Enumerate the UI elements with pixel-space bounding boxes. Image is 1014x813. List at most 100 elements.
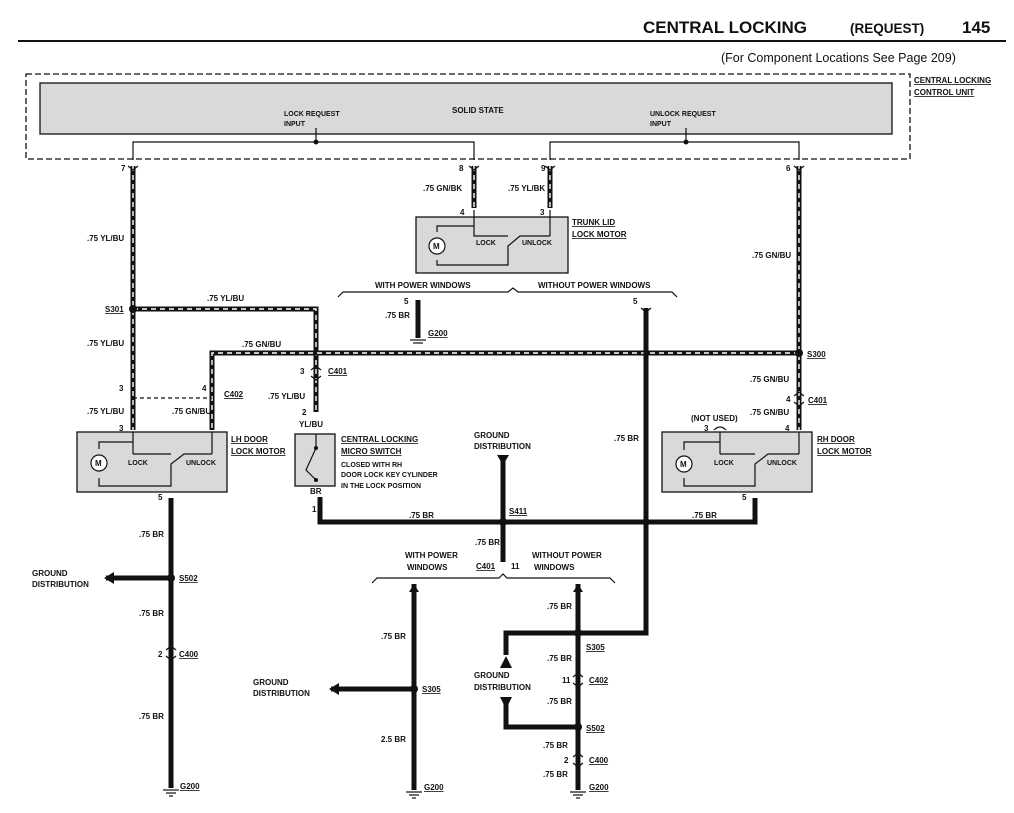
svg-text:4: 4 bbox=[202, 384, 207, 393]
svg-text:LOCK: LOCK bbox=[714, 460, 734, 467]
svg-text:M: M bbox=[433, 242, 440, 251]
trunk-motor-label-2: LOCK MOTOR bbox=[572, 230, 627, 239]
svg-text:DISTRIBUTION: DISTRIBUTION bbox=[253, 689, 310, 698]
ground-g200-right: G200 bbox=[570, 783, 609, 799]
rh-door-lock-motor: M LOCK UNLOCK RH DOOR LOCK MOTOR 3 4 5 (… bbox=[661, 414, 872, 502]
svg-text:M: M bbox=[95, 459, 102, 468]
control-unit: SOLID STATE LOCK REQUEST INPUT UNLOCK RE… bbox=[25, 73, 991, 173]
cu-pin-9: 9 bbox=[541, 164, 546, 173]
svg-text:WITH POWER WINDOWS: WITH POWER WINDOWS bbox=[375, 281, 471, 290]
svg-text:LOCK: LOCK bbox=[128, 460, 148, 467]
svg-text:.75 BR: .75 BR bbox=[692, 511, 717, 520]
svg-text:GROUND: GROUND bbox=[474, 431, 510, 440]
lh-motor-icon bbox=[90, 454, 108, 472]
svg-text:S502: S502 bbox=[179, 574, 198, 583]
svg-text:4: 4 bbox=[460, 208, 465, 217]
splice-s301-dot bbox=[129, 305, 137, 313]
svg-text:3: 3 bbox=[540, 208, 545, 217]
svg-text:S411: S411 bbox=[509, 507, 528, 516]
ground-distribution-top: GROUND DISTRIBUTION bbox=[474, 431, 531, 465]
svg-text:.75 BR: .75 BR bbox=[547, 602, 572, 611]
svg-text:DISTRIBUTION: DISTRIBUTION bbox=[474, 683, 531, 692]
svg-text:G200: G200 bbox=[424, 783, 444, 792]
ground-distribution-left: GROUND DISTRIBUTION bbox=[32, 569, 114, 589]
svg-text:4: 4 bbox=[786, 395, 791, 404]
trunk-ground-g200: G200 bbox=[428, 329, 448, 338]
svg-text:.75 BR: .75 BR bbox=[139, 530, 164, 539]
svg-text:2.5 BR: 2.5 BR bbox=[381, 735, 406, 744]
cu-pin-6: 6 bbox=[786, 164, 791, 173]
unlock-request-input-label-2: INPUT bbox=[650, 121, 672, 128]
control-unit-name: CENTRAL LOCKING bbox=[914, 76, 991, 85]
svg-text:.75 BR: .75 BR bbox=[547, 697, 572, 706]
svg-text:.75 BR: .75 BR bbox=[139, 712, 164, 721]
lock-input-node bbox=[313, 139, 319, 145]
svg-text:5: 5 bbox=[633, 297, 638, 306]
svg-text:.75 BR: .75 BR bbox=[409, 511, 434, 520]
svg-text:3: 3 bbox=[300, 367, 305, 376]
svg-text:G200: G200 bbox=[589, 783, 609, 792]
lock-input-branch bbox=[132, 141, 475, 160]
svg-text:G200: G200 bbox=[180, 782, 200, 791]
svg-text:.75 GN/BU: .75 GN/BU bbox=[750, 408, 789, 417]
svg-text:WINDOWS: WINDOWS bbox=[534, 563, 575, 572]
svg-text:S305: S305 bbox=[422, 685, 441, 694]
trunk-motor-icon bbox=[428, 237, 446, 255]
page-number: 145 bbox=[962, 18, 990, 37]
svg-text:.75 BR: .75 BR bbox=[547, 654, 572, 663]
rh-motor-label-2: LOCK MOTOR bbox=[817, 447, 872, 456]
central-locking-micro-switch: CENTRAL LOCKING MICRO SWITCH CLOSED WITH… bbox=[294, 408, 438, 514]
svg-text:5: 5 bbox=[742, 493, 747, 502]
svg-text:M: M bbox=[680, 460, 687, 469]
svg-text:CLOSED WITH RH: CLOSED WITH RH bbox=[341, 462, 402, 469]
svg-text:WITHOUT POWER: WITHOUT POWER bbox=[532, 551, 602, 560]
ground-distribution-mid: GROUND DISTRIBUTION bbox=[253, 678, 339, 698]
svg-text:IN THE LOCK POSITION: IN THE LOCK POSITION bbox=[341, 483, 421, 490]
svg-text:C402: C402 bbox=[224, 390, 244, 399]
svg-text:S301: S301 bbox=[105, 305, 124, 314]
svg-text:C400: C400 bbox=[179, 650, 199, 659]
svg-text:YL/BU: YL/BU bbox=[299, 420, 323, 429]
svg-text:C401: C401 bbox=[808, 396, 828, 405]
svg-text:.75 GN/BK: .75 GN/BK bbox=[423, 184, 462, 193]
cu-pin-8: 8 bbox=[459, 164, 464, 173]
trunk-motor-label: TRUNK LID bbox=[572, 218, 615, 227]
splice-s300-dot bbox=[795, 349, 803, 357]
svg-text:11: 11 bbox=[562, 676, 571, 685]
trunk-lid-lock-motor: M LOCK UNLOCK 4 3 TRUNK LID LOCK MOTOR bbox=[415, 208, 627, 274]
svg-text:2: 2 bbox=[302, 408, 307, 417]
svg-text:.75 BR: .75 BR bbox=[381, 632, 406, 641]
cu-pin-7: 7 bbox=[121, 164, 126, 173]
svg-text:5: 5 bbox=[404, 297, 409, 306]
svg-text:GROUND: GROUND bbox=[474, 671, 510, 680]
svg-text:GROUND: GROUND bbox=[32, 569, 68, 578]
svg-text:(NOT USED): (NOT USED) bbox=[691, 414, 738, 423]
unlock-input-branch bbox=[549, 141, 800, 160]
svg-text:.75 GN/BU: .75 GN/BU bbox=[242, 340, 281, 349]
wire-br-switch bbox=[317, 497, 758, 525]
svg-text:C402: C402 bbox=[589, 676, 609, 685]
svg-text:DISTRIBUTION: DISTRIBUTION bbox=[32, 580, 89, 589]
svg-text:DISTRIBUTION: DISTRIBUTION bbox=[474, 442, 531, 451]
svg-text:C400: C400 bbox=[589, 756, 609, 765]
unlock-request-input-label: UNLOCK REQUEST bbox=[650, 111, 716, 118]
svg-text:WINDOWS: WINDOWS bbox=[407, 563, 448, 572]
svg-text:.75 BR: .75 BR bbox=[475, 538, 500, 547]
svg-text:C401: C401 bbox=[328, 367, 348, 376]
lh-motor-label: LH DOOR bbox=[231, 435, 268, 444]
svg-text:11: 11 bbox=[511, 562, 520, 571]
rh-motor-label: RH DOOR bbox=[817, 435, 855, 444]
splices: S301 S300 S411 S502 S305 S305 S502 bbox=[105, 305, 826, 733]
svg-text:S502: S502 bbox=[586, 724, 605, 733]
svg-text:.75 BR: .75 BR bbox=[614, 434, 639, 443]
svg-text:UNLOCK: UNLOCK bbox=[522, 240, 552, 247]
svg-text:S300: S300 bbox=[807, 350, 826, 359]
connector-c402-lh: 3 4 C402 bbox=[119, 384, 244, 399]
control-unit-outline bbox=[25, 73, 911, 160]
svg-text:.75 GN/BU: .75 GN/BU bbox=[752, 251, 791, 260]
svg-text:DOOR LOCK KEY CYLINDER: DOOR LOCK KEY CYLINDER bbox=[341, 472, 438, 479]
svg-text:3: 3 bbox=[119, 424, 124, 433]
page-title: CENTRAL LOCKING bbox=[643, 18, 807, 37]
svg-text:.75 BR: .75 BR bbox=[543, 770, 568, 779]
svg-text:.75 GN/BU: .75 GN/BU bbox=[172, 407, 211, 416]
